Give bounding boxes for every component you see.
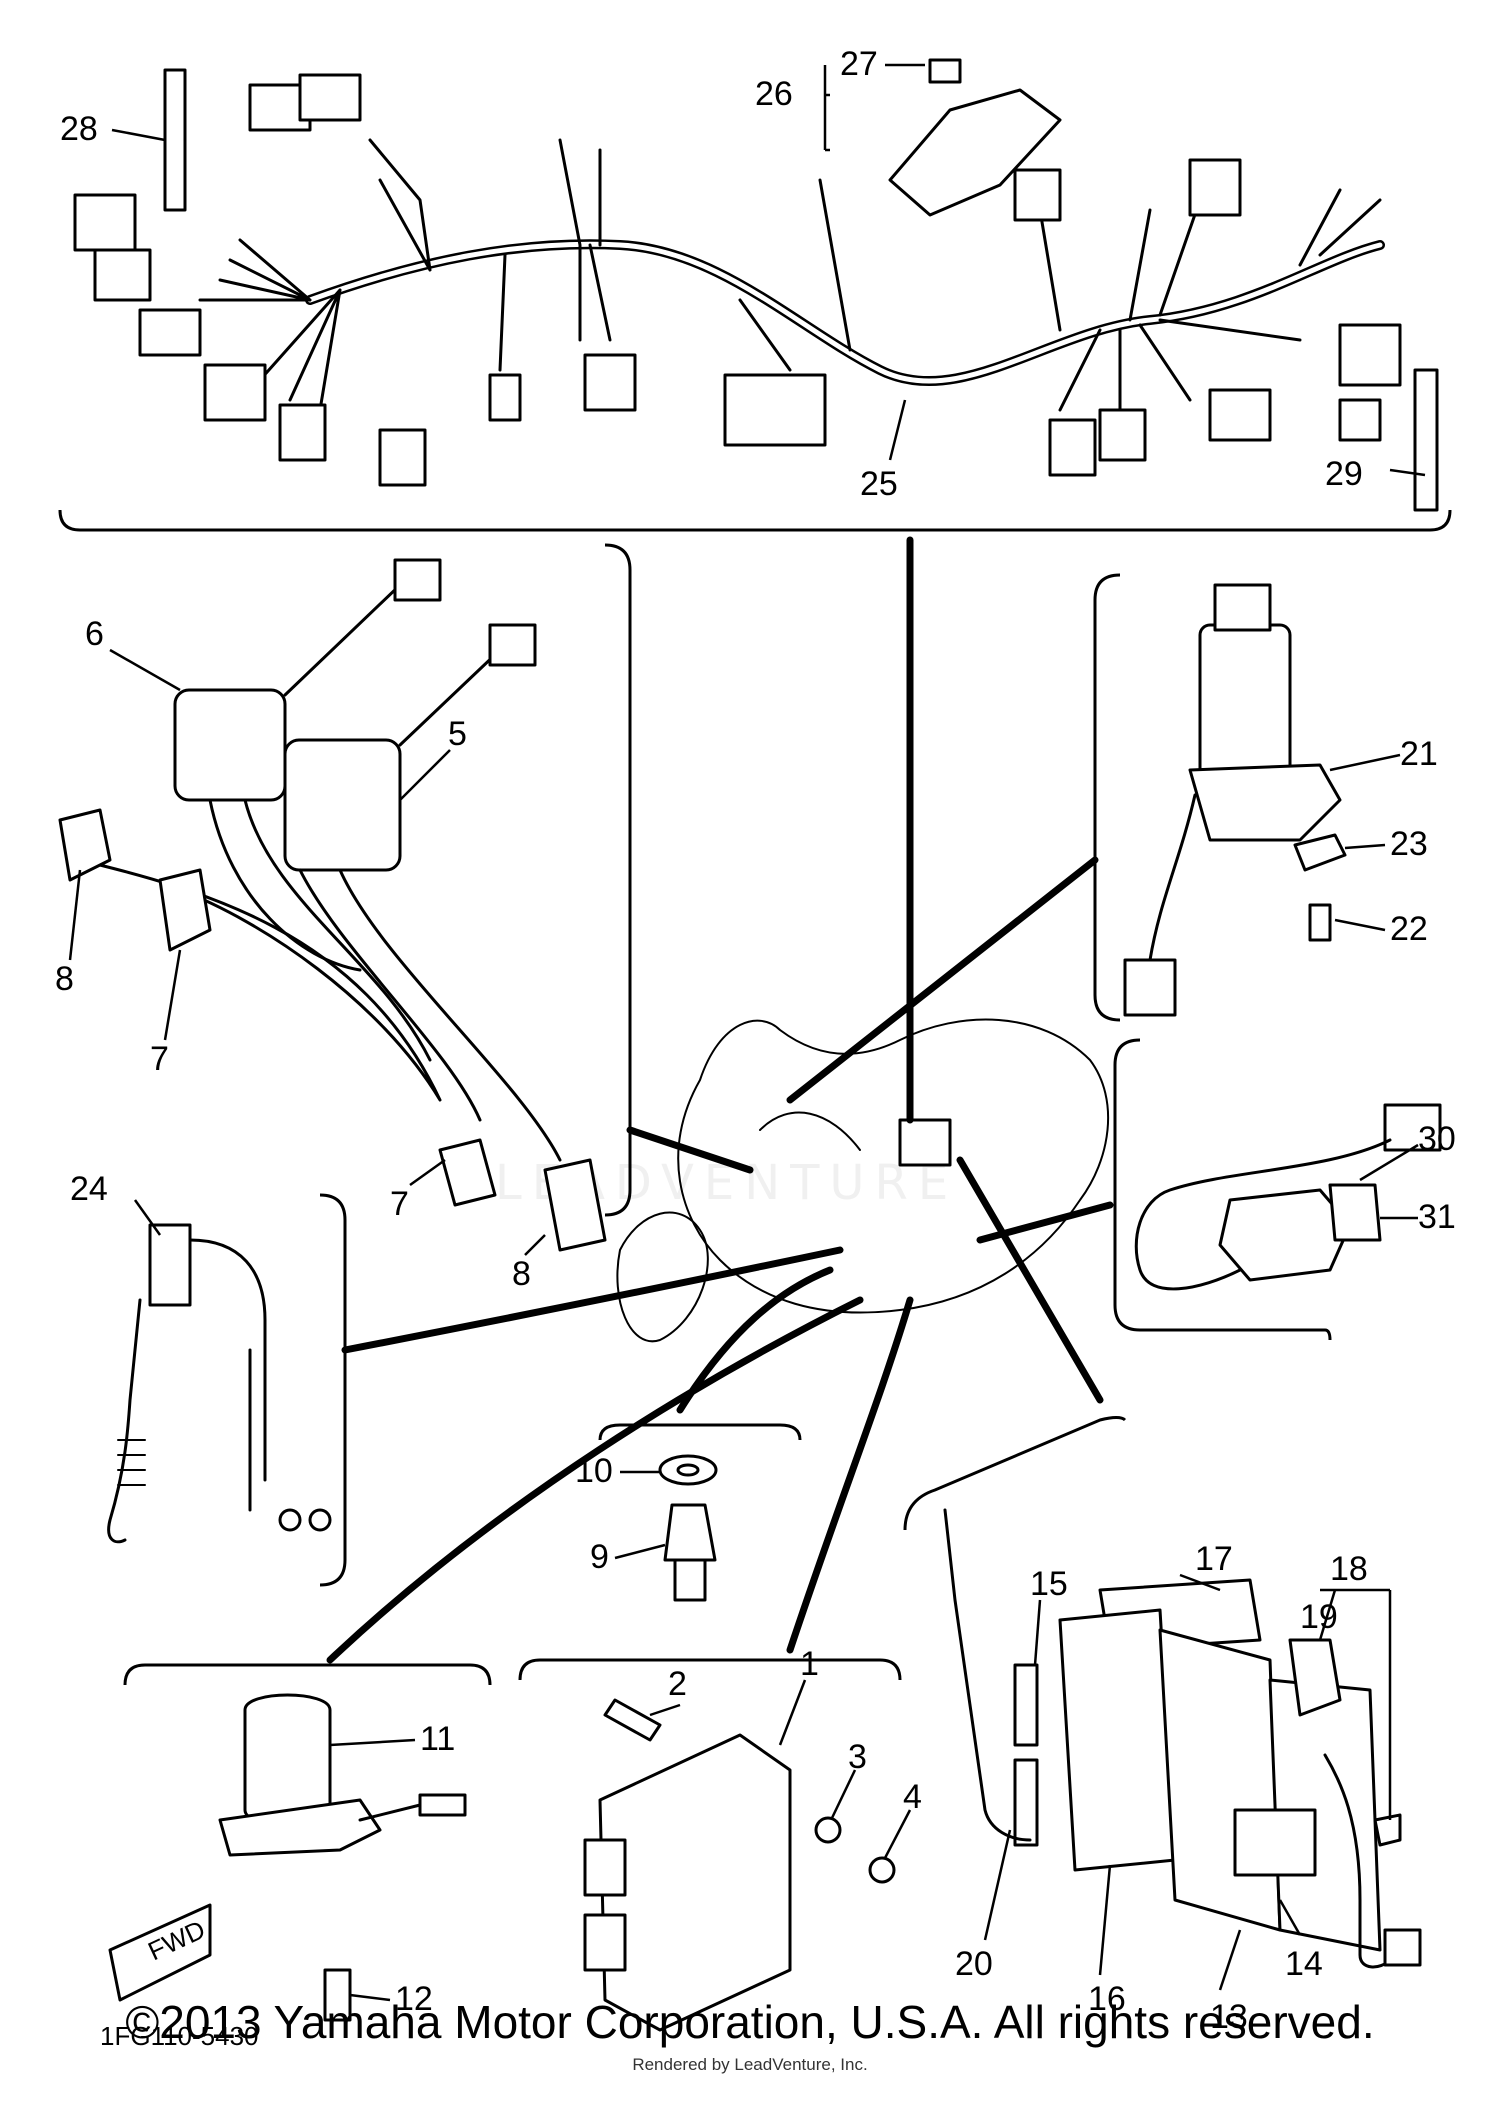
callout-7-left: 7 xyxy=(150,1040,169,1078)
coil-group-bracket xyxy=(604,543,632,1217)
callout-16: 16 xyxy=(1088,1980,1126,2018)
oil-level-switch[interactable] xyxy=(107,1223,332,1544)
callout-12: 12 xyxy=(395,1980,433,2018)
callout-6: 6 xyxy=(85,615,104,653)
harness-group-bracket xyxy=(58,509,1452,532)
location-leaders xyxy=(326,536,1114,1664)
callout-8-right: 8 xyxy=(512,1255,531,1293)
callout-15: 15 xyxy=(1030,1565,1068,1603)
callout-3: 3 xyxy=(848,1738,867,1776)
callout-28: 28 xyxy=(60,110,98,148)
callout-21: 21 xyxy=(1400,735,1438,773)
cdi-group-bracket xyxy=(518,1658,902,1681)
callout-30: 30 xyxy=(1418,1120,1456,1158)
sidestand-switch[interactable] xyxy=(1134,1103,1442,1291)
ignition-coils[interactable] xyxy=(58,558,607,1252)
callout-leaders xyxy=(68,63,1426,2002)
callout-numbers: 28 27 26 25 29 6 5 8 7 7 8 21 23 22 30 3… xyxy=(55,45,1456,2018)
callout-17: 17 xyxy=(1195,1540,1233,1578)
callout-18: 18 xyxy=(1330,1550,1368,1588)
callout-27: 27 xyxy=(840,45,878,83)
copyright-notice: ©2013 Yamaha Motor Corporation, U.S.A. A… xyxy=(125,1996,1375,2048)
callout-8-left: 8 xyxy=(55,960,74,998)
battery-assembly[interactable] xyxy=(943,1508,1422,1969)
relay-group-bracket xyxy=(123,1663,492,1686)
callout-23: 23 xyxy=(1390,825,1428,863)
renderer-credit: Rendered by LeadVenture, Inc. xyxy=(632,2055,868,2074)
diagram-code: 1FG110-5430 xyxy=(100,2021,259,2051)
switch-group-bracket xyxy=(1093,573,1121,1022)
callout-24: 24 xyxy=(70,1170,108,1208)
oil-switch-bracket xyxy=(319,1193,347,1587)
frame-outline xyxy=(616,1018,1110,1343)
callout-25: 25 xyxy=(860,465,898,503)
callout-29: 29 xyxy=(1325,455,1363,493)
main-switch[interactable] xyxy=(1123,583,1347,1017)
callout-9: 9 xyxy=(590,1538,609,1576)
battery-group-bracket xyxy=(903,1416,1127,1531)
sidestand-group-bracket xyxy=(1113,1038,1332,1341)
neutral-group-bracket xyxy=(598,1423,802,1441)
callout-22: 22 xyxy=(1390,910,1428,948)
callout-26: 26 xyxy=(755,75,793,113)
callout-4: 4 xyxy=(903,1778,922,1816)
callout-2: 2 xyxy=(668,1665,687,1703)
callout-11: 11 xyxy=(420,1720,455,1758)
starter-relay[interactable] xyxy=(108,1693,467,2022)
cdi-unit[interactable] xyxy=(583,1698,896,2032)
wire-harness-25[interactable] xyxy=(73,58,1439,512)
neutral-switch[interactable] xyxy=(658,1454,718,1602)
callout-31: 31 xyxy=(1418,1198,1456,1236)
callout-10: 10 xyxy=(575,1452,613,1490)
callout-5: 5 xyxy=(448,715,467,753)
callout-7-right: 7 xyxy=(390,1185,409,1223)
callout-1: 1 xyxy=(800,1645,819,1683)
